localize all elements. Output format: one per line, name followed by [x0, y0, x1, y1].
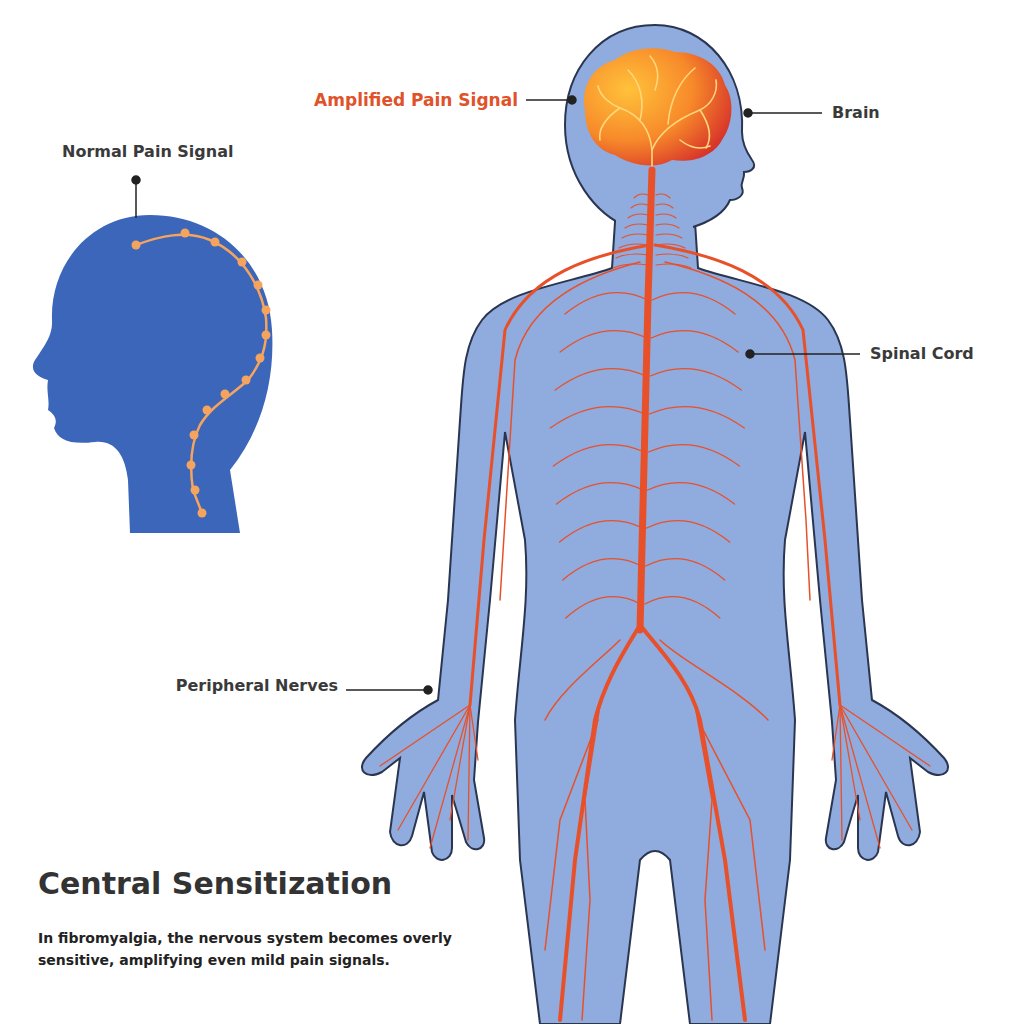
nerve: [645, 597, 720, 618]
nerve: [545, 640, 620, 720]
nerve: [500, 262, 640, 600]
nerve: [840, 705, 912, 830]
nerve: [622, 234, 648, 238]
nerve: [631, 204, 648, 208]
nerve: [380, 705, 470, 766]
brain-veins: [598, 56, 716, 180]
nerve: [840, 705, 860, 820]
nerve: [660, 640, 768, 720]
nerve: [616, 254, 648, 258]
nerve: [550, 407, 645, 428]
diagram-caption: In fibromyalgia, the nervous system beco…: [38, 928, 468, 971]
nerve: [840, 705, 842, 840]
nerve: [665, 262, 810, 600]
diagram-title: Central Sensitization: [38, 866, 392, 902]
nerve: [656, 244, 685, 248]
nerve: [470, 245, 650, 705]
nerve: [655, 245, 840, 705]
nerve: [656, 224, 679, 228]
nerve: [565, 293, 648, 314]
nerve: [840, 705, 930, 766]
normal-signal-path: [136, 235, 266, 513]
nerve: [656, 264, 691, 268]
nerve: [470, 705, 478, 760]
nerve: [840, 705, 880, 848]
nerve: [640, 625, 745, 1020]
normal-signal-dots: [132, 229, 271, 518]
callout-label: Spinal Cord: [870, 344, 974, 363]
nerve: [553, 445, 644, 466]
leader-lines: [132, 96, 860, 694]
callout-label: Brain: [832, 103, 880, 122]
nerve: [566, 597, 641, 618]
nerve: [651, 331, 738, 352]
nerve: [560, 331, 647, 352]
nerve: [628, 214, 648, 218]
nerve: [545, 720, 598, 950]
nerve: [430, 705, 470, 848]
nerve: [625, 224, 648, 228]
nerve: [656, 254, 688, 258]
nerve: [656, 194, 670, 198]
nerve: [649, 407, 744, 428]
callout-label: Normal Pain Signal: [62, 142, 233, 161]
nerve: [652, 293, 735, 314]
brain: [584, 48, 731, 165]
nerve: [582, 705, 600, 1020]
head-outline: [565, 25, 754, 228]
nerve: [648, 445, 739, 466]
nerve: [656, 214, 676, 218]
normal-head: [33, 215, 273, 533]
nerve: [450, 705, 470, 820]
nerve: [698, 720, 765, 950]
nerve: [555, 369, 646, 390]
nerve: [656, 204, 673, 208]
nerve: [648, 483, 735, 504]
nerve: [832, 705, 840, 760]
nerve: [695, 705, 712, 1020]
nerve: [468, 705, 470, 840]
nerve: [398, 705, 470, 830]
callout-label: Peripheral Nerves: [176, 676, 338, 695]
nerve: [650, 369, 741, 390]
nerve: [619, 244, 648, 248]
nerve: [634, 194, 648, 198]
nerve: [656, 234, 682, 238]
body-outline: [362, 222, 948, 1024]
nerve: [557, 483, 644, 504]
callout-label: Amplified Pain Signal: [314, 90, 518, 110]
nerve: [563, 559, 642, 580]
nerve: [646, 559, 725, 580]
nerve: [640, 170, 652, 630]
nerve: [613, 264, 648, 268]
nerves: [380, 170, 930, 1020]
nerve: [647, 521, 730, 542]
nerve: [560, 521, 643, 542]
